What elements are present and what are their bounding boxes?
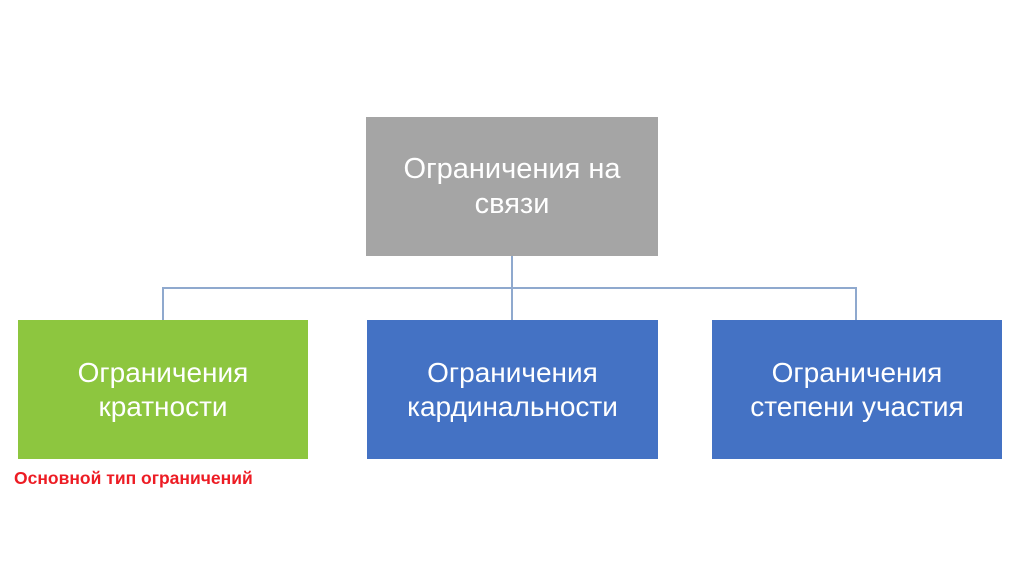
annotation-main-constraint-type: Основной тип ограничений <box>14 468 253 488</box>
node-participation-degree-constraints[interactable]: Ограничения степени участия <box>712 320 1002 459</box>
node-cardinality-constraints[interactable]: Ограничения кардинальности <box>367 320 658 459</box>
connector-horizontal-bus <box>162 287 857 289</box>
node-cardinality-label: Ограничения кардинальности <box>407 357 618 422</box>
node-participation-label: Ограничения степени участия <box>750 357 964 422</box>
node-constraints-on-relationships[interactable]: Ограничения на связи <box>366 117 658 256</box>
connector-drop-cardinality <box>511 287 513 320</box>
node-multiplicity-constraints[interactable]: Ограничения кратности <box>18 320 308 459</box>
node-root-label: Ограничения на связи <box>403 153 621 220</box>
connector-drop-multiplicity <box>162 287 164 320</box>
connector-root-stem <box>511 256 513 289</box>
node-multiplicity-label: Ограничения кратности <box>77 357 249 422</box>
connector-drop-participation <box>855 287 857 320</box>
